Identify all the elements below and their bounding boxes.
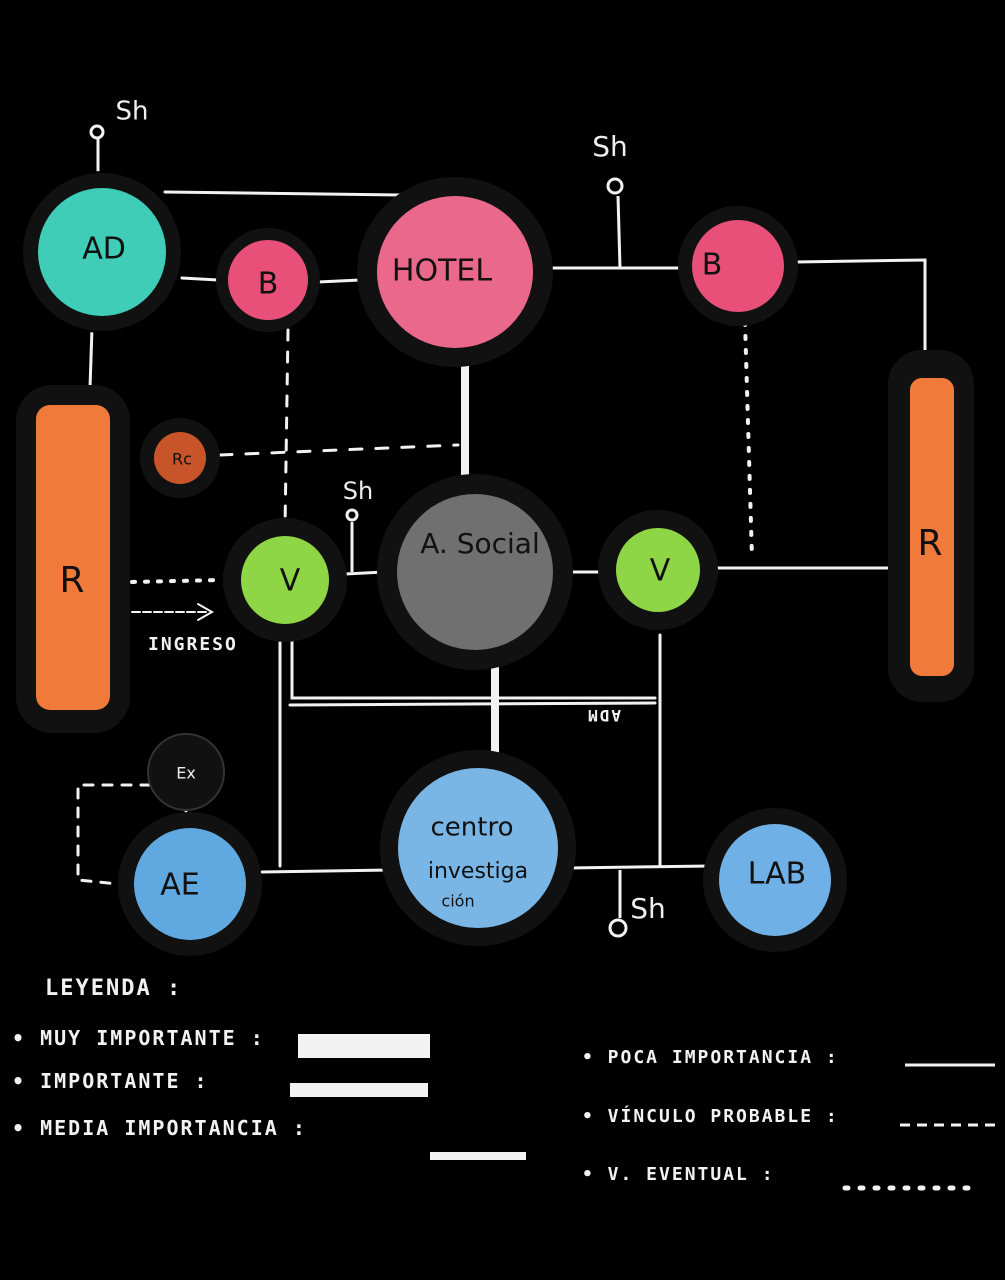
dashed-ex-ae — [76, 783, 152, 886]
legend-line-muy-importante — [298, 1034, 430, 1058]
line-adm-bottom — [288, 701, 657, 707]
legend-item-muy-importante: • MUY IMPORTANTE : — [12, 1026, 265, 1050]
ingreso-arrowhead — [197, 603, 215, 621]
node-b-left: B — [216, 228, 320, 332]
node-hotel-label: HOTEL — [392, 254, 492, 289]
node-ae: AE — [118, 812, 262, 956]
dotted-b-vright — [743, 320, 754, 560]
node-ad: AD — [21, 171, 183, 333]
node-a-social-label: A. Social — [420, 527, 539, 560]
line-b-r-right — [794, 258, 927, 354]
node-v-left: V — [223, 518, 347, 642]
legend-item-importante: • IMPORTANTE : — [12, 1069, 209, 1093]
connectors — [76, 190, 927, 886]
sh-label-social: Sh — [343, 477, 373, 505]
legend-item-media: • MEDIA IMPORTANCIA : — [12, 1116, 307, 1140]
sh-label-bottom: Sh — [630, 892, 666, 925]
adm-label: ADM — [586, 706, 621, 725]
node-r-right: R — [888, 350, 974, 702]
ingreso-label: INGRESO — [148, 634, 238, 655]
node-r-left-label: R — [59, 560, 84, 601]
pin-icon — [608, 918, 628, 938]
node-r-right-label: R — [917, 523, 942, 564]
line-adm-box — [290, 638, 657, 700]
node-centro-line3: ción — [441, 892, 474, 911]
node-b-right-label: B — [702, 248, 723, 283]
node-ad-label: AD — [82, 232, 126, 267]
node-ex: Ex — [147, 733, 225, 811]
node-centro-line2: investiga — [428, 859, 528, 884]
node-b-left-label: B — [258, 267, 279, 302]
node-ex-label: Ex — [176, 764, 196, 783]
pin-icon — [89, 124, 105, 140]
node-v-left-label: V — [280, 564, 301, 599]
legend-line-media — [430, 1152, 526, 1160]
node-r-left: R — [16, 385, 130, 733]
node-ae-label: AE — [160, 868, 199, 903]
node-rc-label: Rc — [172, 450, 192, 469]
node-centro-line1: centro — [431, 813, 514, 843]
sh-label-ad: Sh — [116, 97, 149, 127]
legend: LEYENDA : • MUY IMPORTANTE : • IMPORTANT… — [12, 976, 995, 1191]
node-a-social: A. Social — [377, 474, 573, 670]
legend-line-importante — [290, 1083, 428, 1097]
line-b-hotel — [316, 278, 362, 284]
node-centro: centro investiga ción — [380, 750, 576, 946]
line-ae-centro — [260, 868, 390, 874]
dotted-r-vleft — [130, 578, 222, 584]
node-b-right: B — [678, 206, 798, 326]
line-ad-b — [180, 276, 220, 282]
node-lab: LAB — [703, 808, 847, 952]
legend-item-vinculo: • VÍNCULO PROBABLE : — [582, 1105, 839, 1127]
line-ad-hotel-top — [163, 190, 402, 197]
line-centro-lab — [566, 864, 712, 870]
sh-label-top: Sh — [592, 130, 628, 163]
legend-title: LEYENDA : — [45, 976, 182, 1001]
legend-item-eventual: • V. EVENTUAL : — [582, 1164, 775, 1185]
pin-icon — [606, 177, 624, 195]
node-rc: Rc — [140, 418, 220, 498]
dashed-b-vleft — [283, 328, 290, 530]
dashed-rc-social — [218, 443, 460, 457]
line-ad-r — [88, 326, 94, 390]
node-v-right-label: V — [650, 554, 671, 589]
node-hotel: HOTEL — [357, 177, 553, 367]
node-lab-label: LAB — [748, 857, 807, 892]
legend-item-poca: • POCA IMPORTANCIA : — [582, 1047, 839, 1068]
pin-icon — [345, 508, 359, 522]
node-v-right: V — [598, 510, 718, 630]
